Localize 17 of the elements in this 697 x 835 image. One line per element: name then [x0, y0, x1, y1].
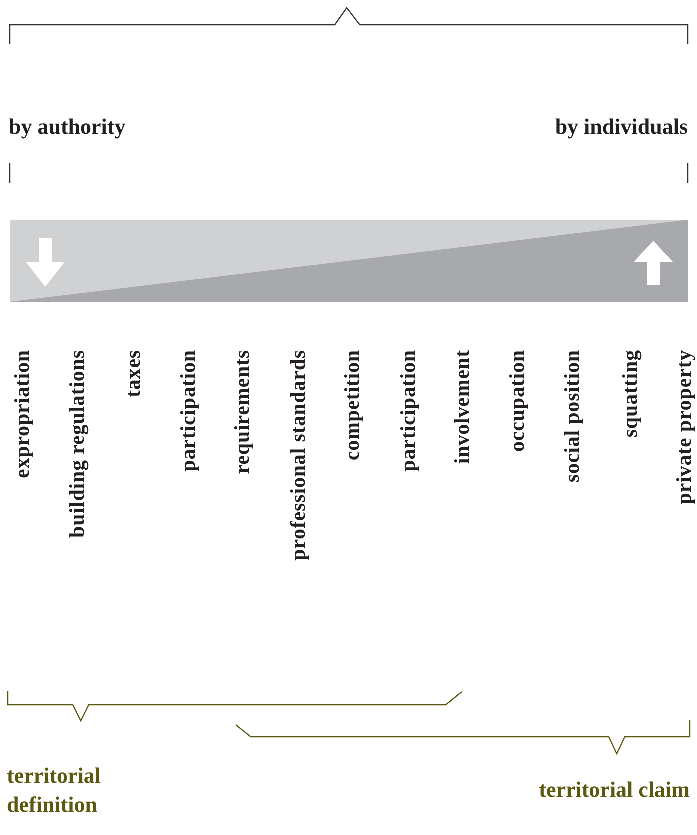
term-label: occupation: [506, 350, 528, 452]
category-label: territorial definition: [7, 762, 102, 819]
term-label: expropriation: [12, 350, 32, 478]
heading: by authority: [9, 114, 126, 140]
term-label: social position: [562, 350, 582, 483]
term-label: participation: [398, 350, 418, 472]
term-label: competition: [342, 350, 362, 461]
term-label: involvement: [452, 350, 472, 464]
category-label: territorial claim: [538, 776, 690, 804]
term-label: requirements: [232, 350, 252, 474]
term-label: squatting: [620, 350, 640, 438]
term-label: taxes: [122, 350, 144, 398]
term-label: private property: [674, 350, 694, 505]
heading: by individuals: [555, 114, 688, 140]
term-label: professional standards: [288, 350, 308, 561]
term-label: participation: [178, 350, 198, 472]
term-label: building regulations: [66, 350, 88, 538]
